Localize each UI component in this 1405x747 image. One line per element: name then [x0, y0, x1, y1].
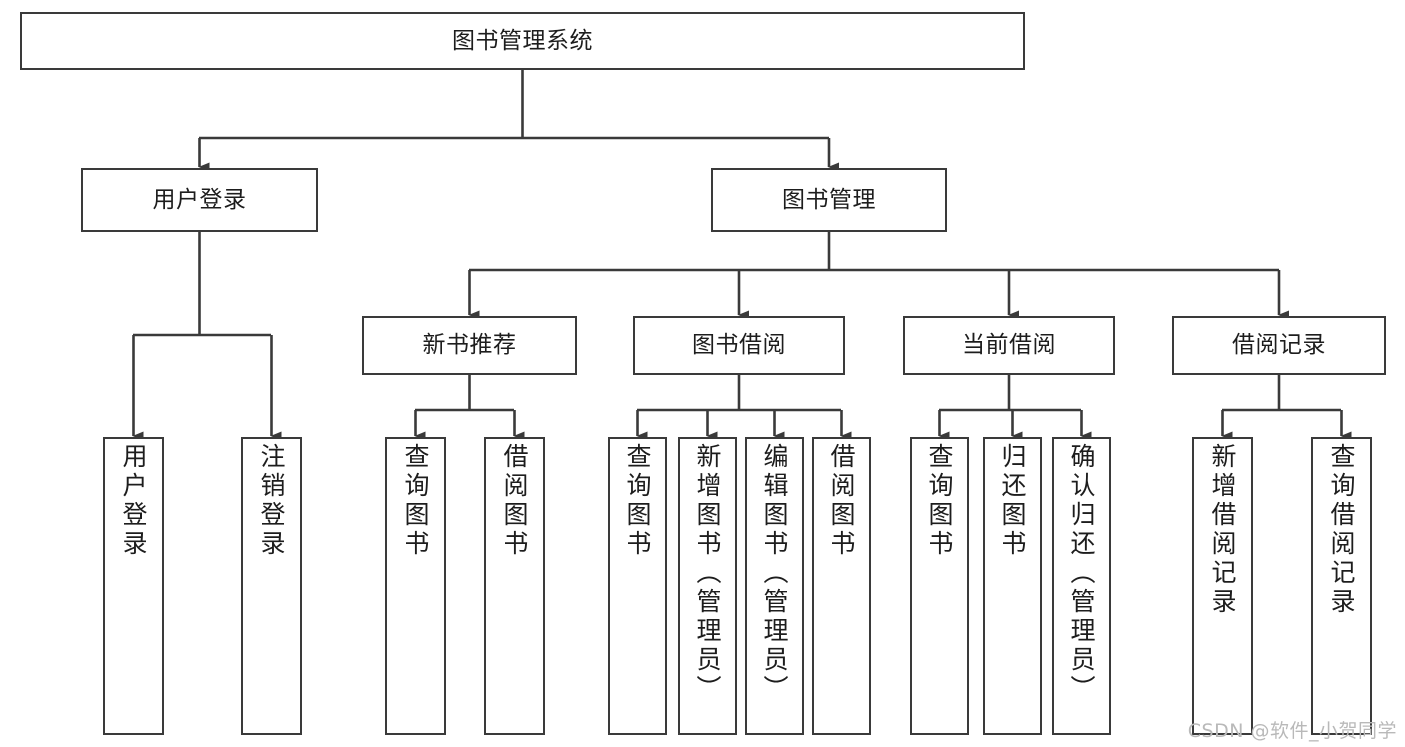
leaf-query-borrow-record[interactable]: 查询借阅记录	[1311, 437, 1372, 735]
node-new-book-recommend-label: 新书推荐	[422, 332, 517, 359]
leaf-confirm-return-label: 确认归还（管理员）	[1067, 443, 1096, 704]
leaf-return-book[interactable]: 归还图书	[983, 437, 1042, 735]
leaf-add-borrow-record[interactable]: 新增借阅记录	[1192, 437, 1253, 735]
leaf-return-book-label: 归还图书	[998, 443, 1027, 559]
leaf-borrow-book-2[interactable]: 借阅图书	[812, 437, 871, 735]
node-book-manage-label: 图书管理	[782, 186, 876, 213]
node-new-book-recommend[interactable]: 新书推荐	[362, 316, 577, 375]
leaf-query-book-2-label: 查询图书	[623, 443, 652, 559]
node-root-label: 图书管理系统	[452, 27, 593, 54]
leaf-add-book-label: 新增图书（管理员）	[693, 443, 722, 704]
leaf-edit-book[interactable]: 编辑图书（管理员）	[745, 437, 804, 735]
leaf-confirm-return[interactable]: 确认归还（管理员）	[1052, 437, 1111, 735]
leaf-query-book-2[interactable]: 查询图书	[608, 437, 667, 735]
node-book-borrow[interactable]: 图书借阅	[633, 316, 845, 375]
node-user-login-label: 用户登录	[152, 186, 247, 213]
leaf-user-logout-label: 注销登录	[257, 443, 286, 559]
leaf-add-borrow-record-label: 新增借阅记录	[1208, 443, 1237, 617]
leaf-query-book-3-label: 查询图书	[925, 443, 954, 559]
watermark: CSDN @软件_小贺同学	[1187, 720, 1397, 742]
leaf-query-borrow-record-label: 查询借阅记录	[1327, 443, 1356, 617]
leaf-borrow-book-1[interactable]: 借阅图书	[484, 437, 545, 735]
node-current-borrow[interactable]: 当前借阅	[903, 316, 1115, 375]
leaf-query-book-1[interactable]: 查询图书	[385, 437, 446, 735]
leaf-query-book-1-label: 查询图书	[401, 443, 430, 559]
node-root[interactable]: 图书管理系统	[20, 12, 1025, 70]
node-borrow-record-label: 借阅记录	[1232, 332, 1326, 359]
leaf-borrow-book-2-label: 借阅图书	[827, 443, 856, 559]
leaf-query-book-3[interactable]: 查询图书	[910, 437, 969, 735]
leaf-user-login[interactable]: 用户登录	[103, 437, 164, 735]
connector-group	[132, 70, 1352, 441]
leaf-user-logout[interactable]: 注销登录	[241, 437, 302, 735]
leaf-borrow-book-1-label: 借阅图书	[500, 443, 529, 559]
node-current-borrow-label: 当前借阅	[962, 332, 1056, 359]
leaf-add-book[interactable]: 新增图书（管理员）	[678, 437, 737, 735]
node-user-login[interactable]: 用户登录	[81, 168, 318, 232]
leaf-user-login-label: 用户登录	[119, 443, 148, 559]
node-borrow-record[interactable]: 借阅记录	[1172, 316, 1386, 375]
node-book-borrow-label: 图书借阅	[692, 332, 786, 359]
leaf-edit-book-label: 编辑图书（管理员）	[760, 443, 789, 704]
node-book-manage[interactable]: 图书管理	[711, 168, 947, 232]
